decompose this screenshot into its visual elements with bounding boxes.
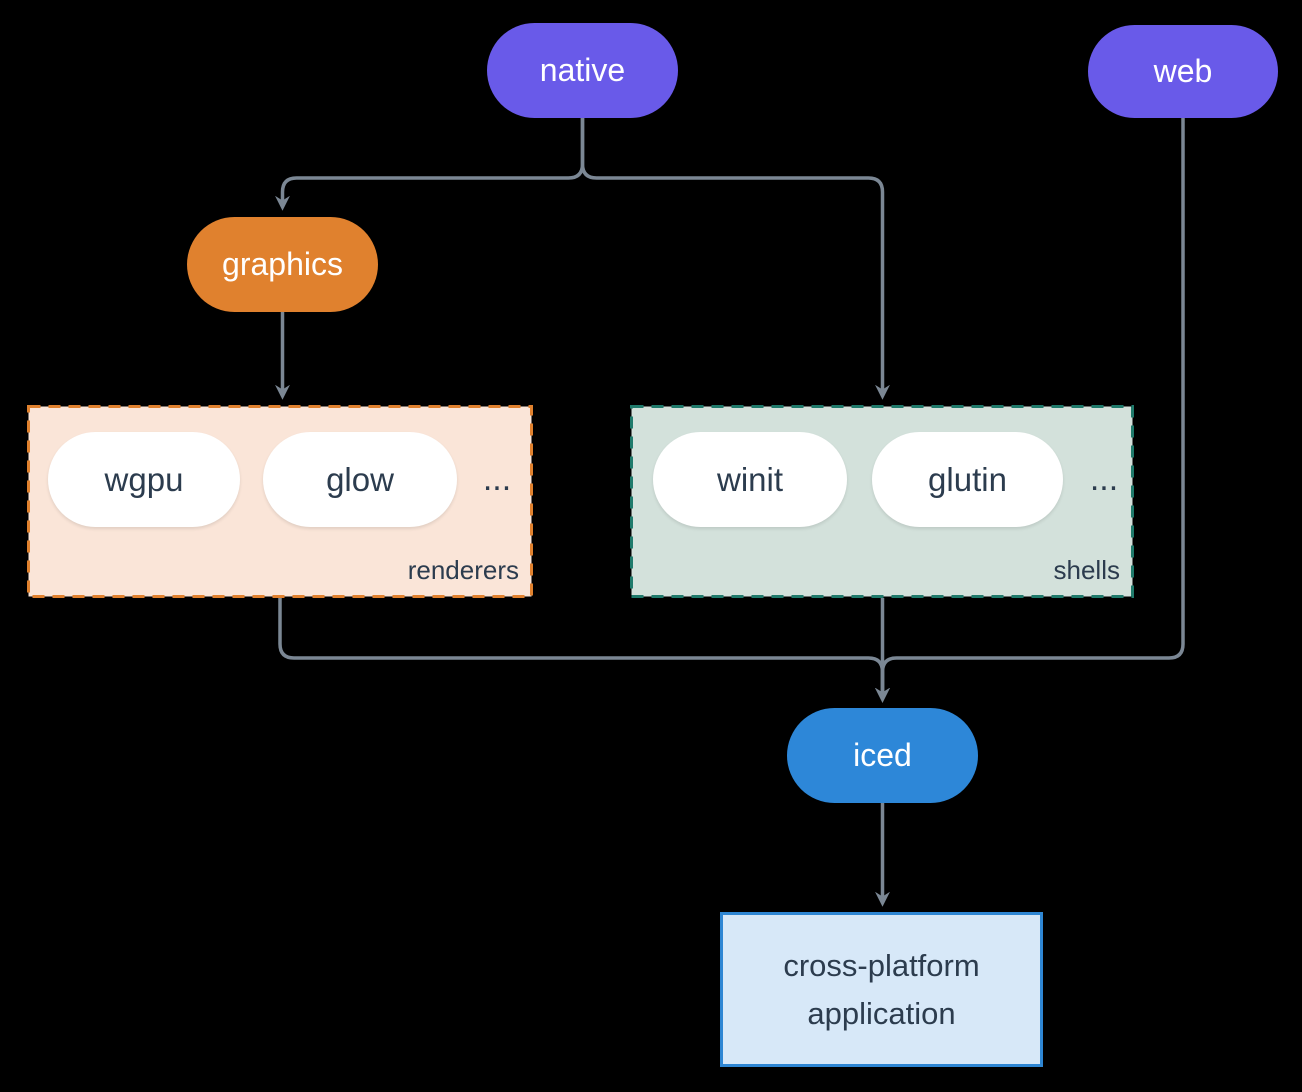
edge-native-to-shells <box>580 118 890 400</box>
group-renderers: wgpu glow ... renderers <box>27 405 533 598</box>
renderers-group-label: renderers <box>407 555 519 585</box>
node-winit: winit <box>653 432 847 527</box>
node-cross-platform-application: cross-platform application <box>720 912 1043 1067</box>
node-native: native <box>487 23 678 118</box>
group-shells: winit glutin ... shells <box>630 405 1134 598</box>
node-glow: glow <box>263 432 457 527</box>
edge-renderers-to-iced <box>278 598 890 703</box>
node-graphics: graphics <box>187 217 378 312</box>
app-label-line1: cross-platform <box>783 947 980 983</box>
node-web: web <box>1088 25 1278 118</box>
shells-ellipsis: ... <box>1089 460 1119 498</box>
node-glutin: glutin <box>872 432 1063 527</box>
app-label-line2: application <box>807 995 956 1031</box>
shells-group-label: shells <box>1053 555 1120 585</box>
node-iced: iced <box>787 708 978 803</box>
node-wgpu: wgpu <box>48 432 240 527</box>
edge-native-to-graphics <box>275 118 585 211</box>
renderers-ellipsis: ... <box>482 460 512 498</box>
